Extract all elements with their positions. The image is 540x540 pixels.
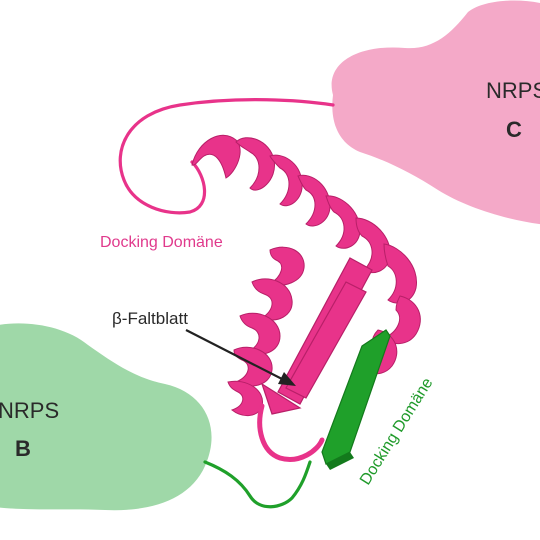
beta-sheet-pointer-arrow [185, 329, 296, 386]
green-beta-strand [321, 329, 391, 470]
docking-domain-label-pink: Docking Domäne [100, 234, 223, 251]
pink-helix-left [227, 246, 305, 416]
green-linker [203, 460, 312, 509]
nrps-c-name: NRPS [486, 78, 540, 103]
pink-lower-loop [257, 403, 325, 462]
pink-helix-top [191, 134, 417, 304]
pink-beta-arrowhead [260, 382, 302, 415]
nrps-b-blob [0, 323, 212, 511]
pink-beta-sheet [260, 257, 373, 415]
nrps-c-letter: C [506, 117, 522, 142]
nrps-c-blob [331, 0, 540, 225]
pink-linker-loop [118, 98, 335, 215]
nrps-b-name: NRPS [0, 398, 59, 423]
nrps-b-letter: B [15, 436, 31, 461]
beta-sheet-label: β-Faltblatt [112, 309, 188, 328]
